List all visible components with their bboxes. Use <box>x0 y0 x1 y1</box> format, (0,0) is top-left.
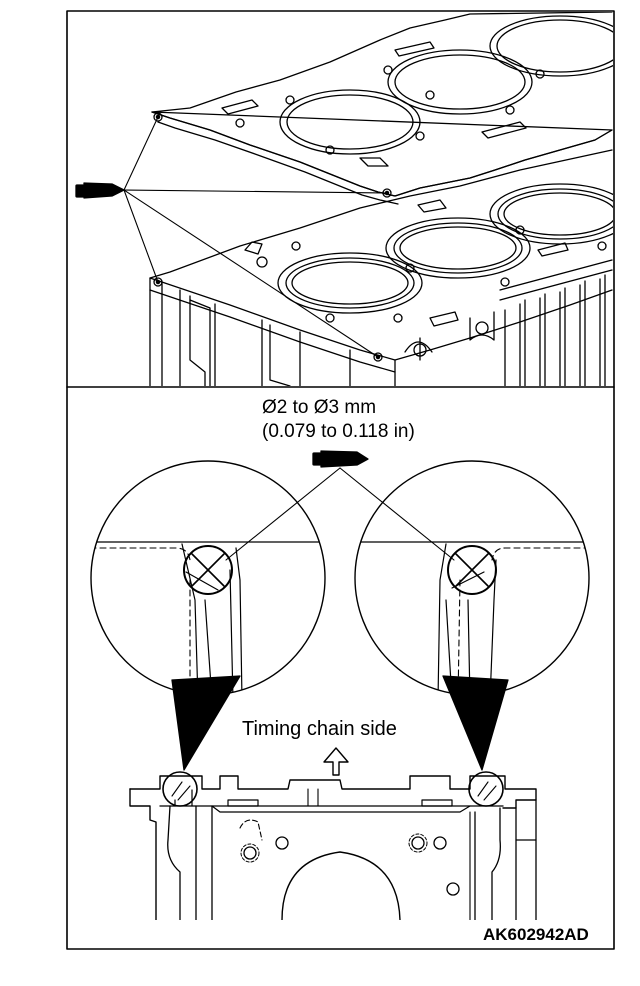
timing-chain-side-label: Timing chain side <box>242 718 397 740</box>
timing-chain-side-arrow <box>323 747 349 776</box>
head-gasket <box>151 12 613 197</box>
sealant-tube-icon <box>75 182 125 199</box>
detail-circle-right <box>354 460 590 696</box>
cylinder-block-deck <box>149 149 613 361</box>
top-panel-engine-block <box>123 12 613 386</box>
cylinder-bore-1 <box>277 252 423 314</box>
figure-code: AK602942AD <box>483 925 589 944</box>
gasket-bore-2 <box>387 49 533 115</box>
sealant-leader-lines <box>225 467 455 561</box>
dimension-label-imperial: (0.079 to 0.118 in) <box>262 421 415 442</box>
gasket-bore-3 <box>489 15 613 77</box>
dowel-mark-4 <box>373 352 383 362</box>
block-cross-section <box>129 775 537 920</box>
sealant-bead-left <box>183 545 233 595</box>
sealant-tube-icon <box>312 450 369 468</box>
sealant-point-left <box>162 771 198 807</box>
sealant-leader-lines <box>123 116 388 358</box>
detail-circle-left <box>90 460 326 696</box>
sealant-bead-right <box>447 545 497 595</box>
figure-frame <box>66 10 615 950</box>
gasket-bore-1 <box>279 89 421 155</box>
callout-wedge-left <box>171 675 241 771</box>
callout-wedge-right <box>442 675 509 771</box>
dowel-mark-3 <box>153 277 163 287</box>
sealant-point-right <box>468 771 504 807</box>
dimension-label-metric: Ø2 to Ø3 mm <box>262 397 377 418</box>
dowel-mark-1 <box>153 112 163 122</box>
block-front-face <box>149 277 351 386</box>
cylinder-bore-2 <box>385 217 531 279</box>
